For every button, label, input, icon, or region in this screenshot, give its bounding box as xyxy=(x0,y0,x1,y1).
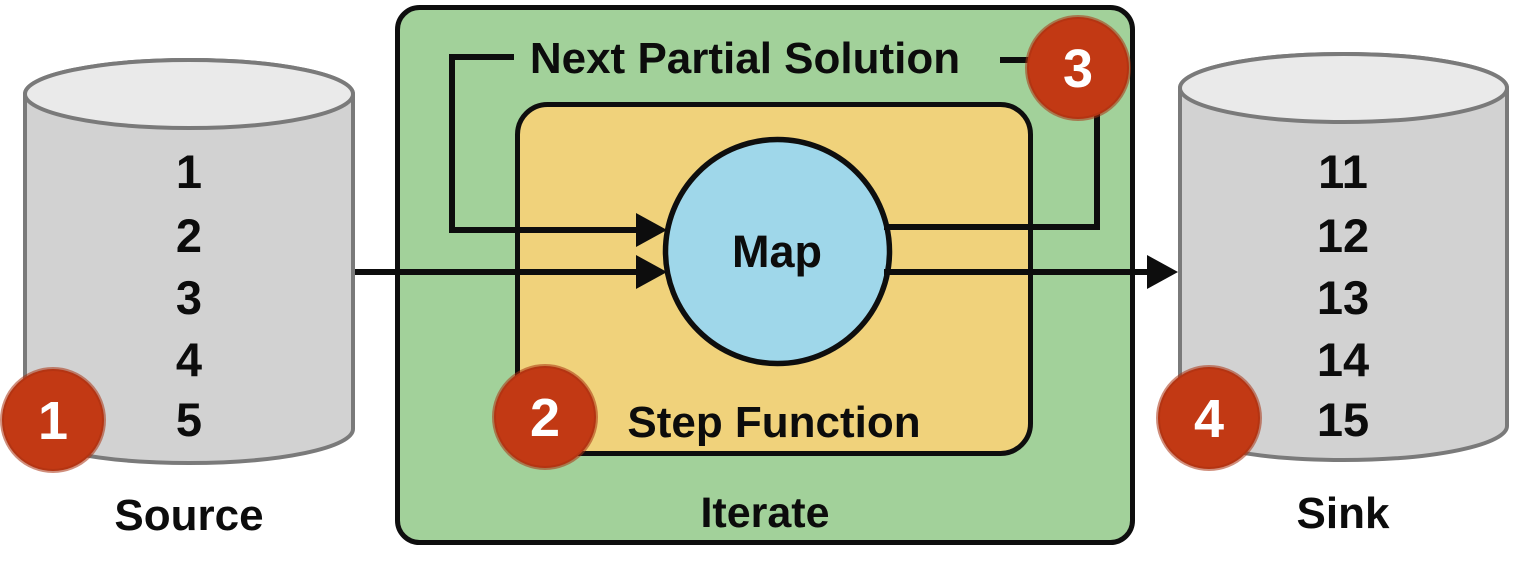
sink-value: 12 xyxy=(1317,209,1369,262)
sink-value: 11 xyxy=(1318,145,1368,198)
source-label: Source xyxy=(114,491,263,540)
source-cylinder: 1 2 3 4 5 Source xyxy=(23,58,355,540)
sink-cylinder: 11 12 13 14 15 Sink xyxy=(1178,52,1509,538)
source-value: 2 xyxy=(176,209,202,262)
sink-label: Sink xyxy=(1297,489,1390,538)
sink-cylinder-top xyxy=(1178,52,1509,124)
badge-3: 3 xyxy=(1025,15,1131,121)
arrowhead-feedback-into-map xyxy=(636,213,667,247)
badge-2-circle xyxy=(492,364,598,470)
badge-1-number: 1 xyxy=(38,391,68,451)
badge-4: 4 xyxy=(1156,365,1262,471)
badge-1-circle xyxy=(0,367,106,473)
arrowhead-into-sink xyxy=(1147,255,1178,289)
source-value: 5 xyxy=(176,393,202,446)
badge-4-circle xyxy=(1156,365,1262,471)
step-function-label: Step Function xyxy=(627,398,920,447)
badge-2-number: 2 xyxy=(530,388,560,448)
step-badges: 1 2 3 4 xyxy=(0,15,1262,473)
source-value: 4 xyxy=(176,333,202,386)
badge-3-circle xyxy=(1025,15,1131,121)
next-partial-solution-label: Next Partial Solution xyxy=(530,34,960,83)
map-circle xyxy=(662,136,893,367)
iterate-label: Iterate xyxy=(700,489,829,537)
badge-4-number: 4 xyxy=(1194,389,1224,449)
feedback-input-line xyxy=(449,54,645,233)
badge-2: 2 xyxy=(492,364,598,470)
sink-value: 15 xyxy=(1317,393,1369,446)
badge-1: 1 xyxy=(0,367,106,473)
source-value: 3 xyxy=(176,271,202,324)
diagram-labels: Next Partial Solution Map Step Function … xyxy=(530,34,960,537)
arrowheads xyxy=(636,213,1178,289)
sink-value: 13 xyxy=(1317,271,1369,324)
source-cylinder-top xyxy=(23,58,355,130)
feedback-output-line xyxy=(884,70,1100,230)
badge-3-number: 3 xyxy=(1063,39,1093,99)
map-label: Map xyxy=(732,226,822,277)
arrowhead-main-into-map xyxy=(636,255,667,289)
source-value: 1 xyxy=(176,145,202,198)
sink-value: 14 xyxy=(1317,333,1369,386)
